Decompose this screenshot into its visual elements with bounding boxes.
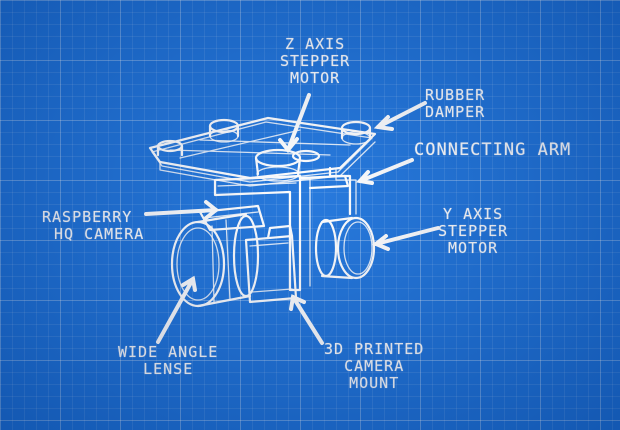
label-line: CONNECTING ARM bbox=[414, 140, 572, 160]
label-line: HQ CAMERA bbox=[54, 225, 145, 243]
arrow-printed-mount bbox=[291, 295, 324, 345]
label-line: Y AXIS bbox=[443, 205, 504, 223]
label-rubber-damper: RUBBER DAMPER bbox=[425, 87, 485, 121]
arrow-z-axis bbox=[286, 93, 311, 152]
arrow-raspberry bbox=[144, 208, 218, 216]
label-line: STEPPER bbox=[438, 222, 509, 240]
bracket-frame bbox=[213, 174, 350, 292]
label-connecting-arm: CONNECTING ARM bbox=[414, 142, 571, 159]
label-line: STEPPER bbox=[280, 52, 351, 70]
label-y-axis-stepper-motor: Y AXIS STEPPER MOTOR bbox=[438, 206, 508, 257]
wide-angle-lens bbox=[170, 212, 260, 308]
label-raspberry-hq-camera: RASPBERRY HQ CAMERA bbox=[42, 209, 144, 243]
y-axis-motor bbox=[314, 216, 376, 280]
camera-mount bbox=[244, 224, 298, 304]
label-3d-printed-camera-mount: 3D PRINTED CAMERA MOUNT bbox=[324, 341, 424, 392]
label-line: MOTOR bbox=[448, 239, 499, 257]
label-line: RUBBER bbox=[425, 86, 486, 104]
label-line: DAMPER bbox=[425, 103, 486, 121]
label-line: MOUNT bbox=[349, 374, 400, 392]
label-line: Z AXIS bbox=[285, 35, 346, 53]
label-z-axis-stepper-motor: Z AXIS STEPPER MOTOR bbox=[280, 36, 350, 87]
rubber-dampers bbox=[156, 118, 372, 163]
label-line: 3D PRINTED bbox=[324, 340, 425, 358]
arrow-connecting-arm bbox=[358, 158, 414, 183]
label-line: WIDE ANGLE bbox=[118, 343, 219, 361]
arrow-rubber-damper bbox=[376, 101, 427, 129]
label-line: MOTOR bbox=[290, 69, 341, 87]
label-line: LENSE bbox=[143, 360, 194, 378]
arrow-y-axis bbox=[374, 226, 440, 246]
connecting-arm-sketch bbox=[328, 166, 357, 216]
label-line: CAMERA bbox=[344, 357, 405, 375]
label-line: RASPBERRY bbox=[42, 208, 133, 226]
annotation-arrows bbox=[144, 93, 440, 345]
label-wide-angle-lense: WIDE ANGLE LENSE bbox=[118, 344, 218, 378]
z-axis-motor bbox=[254, 148, 302, 182]
top-plate bbox=[148, 116, 377, 187]
arrow-wide-angle bbox=[156, 277, 195, 344]
